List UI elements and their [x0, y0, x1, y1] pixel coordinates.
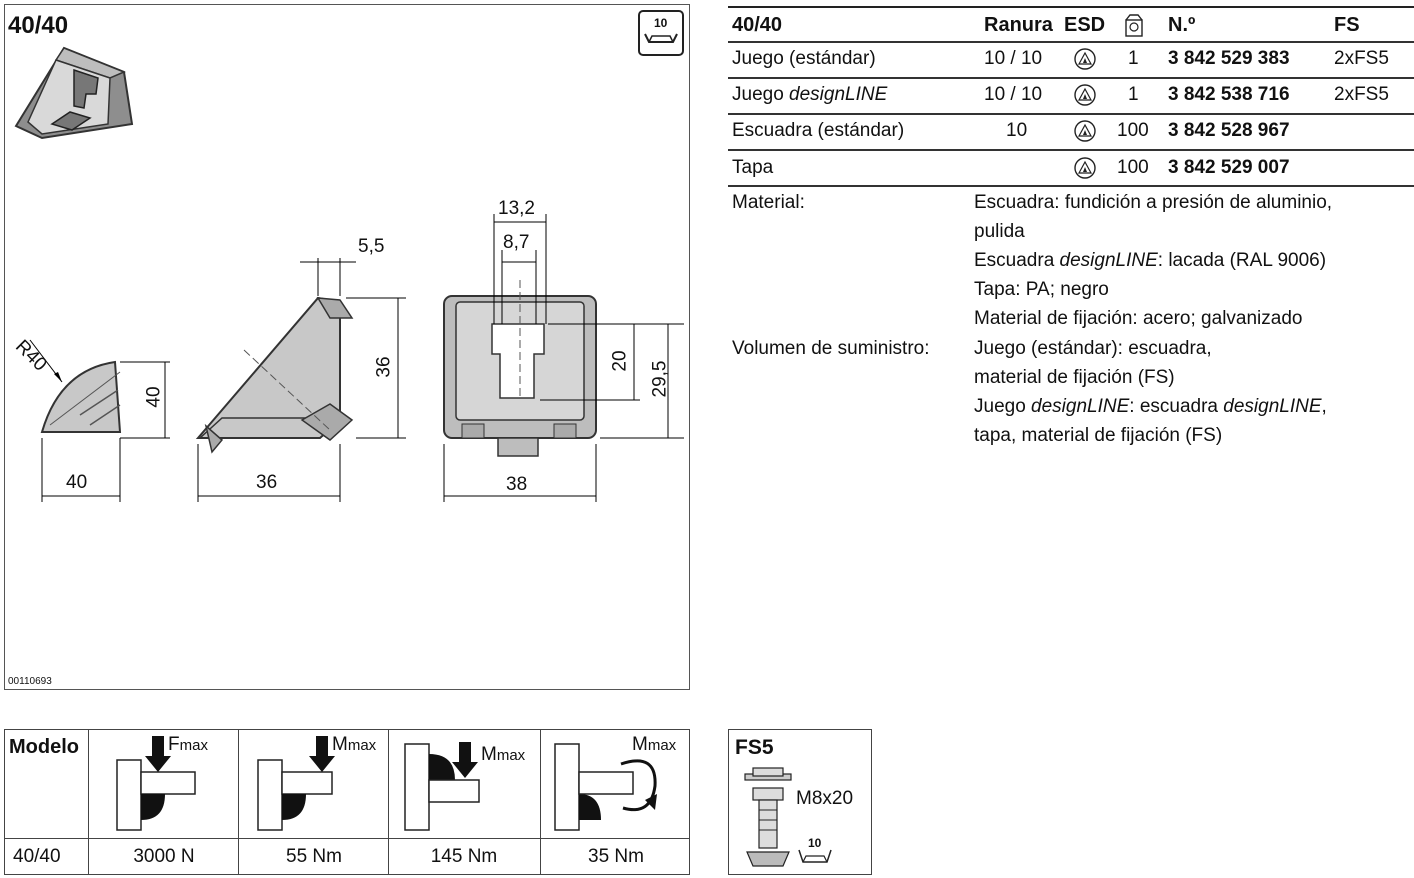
row-qty: 100 [1117, 157, 1149, 178]
fs5-slot-label: 10 [808, 836, 822, 850]
mmax-label: Mmax [632, 734, 677, 755]
header-ranura: Ranura [984, 14, 1053, 36]
load-value: 35 Nm [588, 846, 644, 867]
dim-width-38: 38 [506, 474, 528, 495]
fmax-label: Fmax [168, 734, 208, 755]
supply-label: Volumen de suministro: [732, 338, 930, 359]
supply-line: Juego designLINE: escuadra designLINE, [974, 396, 1327, 417]
fs5-title: FS5 [735, 736, 774, 759]
dim-8-7: 8,7 [503, 232, 530, 253]
row-fs: 2xFS5 [1334, 84, 1389, 105]
header-fs: FS [1334, 14, 1360, 36]
fs5-screw-size: M8x20 [796, 788, 854, 809]
row-qty: 100 [1117, 120, 1149, 141]
esd-icon [1074, 120, 1096, 142]
supply-line: Juego (estándar): escuadra, [974, 338, 1212, 359]
mmax-bending-inner-icon [404, 742, 480, 831]
bracket-isometric-icon [14, 46, 134, 140]
material-line: pulida [974, 221, 1025, 242]
row-name: Juego (estándar) [732, 48, 876, 69]
dim-5-5: 5,5 [358, 236, 385, 257]
mmax-bending-icon [257, 736, 335, 831]
row-number: 3 842 528 967 [1168, 120, 1290, 141]
model-value: 40/40 [13, 846, 61, 867]
dim-width-36: 36 [256, 472, 278, 493]
slot-size-icon: 10 [638, 10, 684, 56]
supply-line: material de fijación (FS) [974, 367, 1175, 388]
material-line: Material de fijación: acero; galvanizado [974, 308, 1303, 329]
row-ranura: 10 / 10 [984, 48, 1043, 69]
supply-line: tapa, material de fijación (FS) [974, 425, 1223, 446]
row-qty: 1 [1128, 48, 1139, 69]
drawing-id: 00110693 [8, 676, 52, 687]
mmax-label: Mmax [332, 734, 377, 755]
row-name: Escuadra (estándar) [732, 120, 905, 141]
slot-size-label: 10 [654, 16, 668, 30]
row-number: 3 842 529 007 [1168, 157, 1290, 178]
fs5-box: FS5 M8x20 10 [728, 729, 872, 875]
material-label: Material: [732, 192, 805, 213]
dim-height-40: 40 [143, 386, 165, 408]
row-ranura: 10 [1006, 120, 1028, 141]
esd-icon [1074, 48, 1096, 70]
dim-20: 20 [609, 350, 631, 372]
dim-29-5: 29,5 [649, 360, 671, 398]
dimension-drawing [29, 214, 684, 502]
load-value: 3000 N [133, 846, 195, 867]
mmax-torsion-icon [554, 743, 657, 831]
header-size: 40/40 [732, 14, 783, 36]
esd-icon [1074, 84, 1096, 106]
panel-title: 40/40 [8, 12, 69, 39]
material-line: Escuadra designLINE: lacada (RAL 9006) [974, 250, 1327, 271]
packaging-icon [1124, 14, 1144, 44]
mmax-label: Mmax [481, 744, 526, 765]
dim-height-36: 36 [373, 356, 395, 378]
load-table: Modelo 40/40 Fmax Mmax Mmax Mmax 3000 N … [4, 729, 690, 875]
row-name: Tapa [732, 157, 774, 178]
row-fs: 2xFS5 [1334, 48, 1389, 69]
slot-10-icon [798, 849, 832, 863]
esd-icon [1074, 157, 1096, 179]
dim-width-40: 40 [66, 472, 88, 493]
load-value: 55 Nm [286, 846, 342, 867]
row-qty: 1 [1128, 84, 1139, 105]
dim-13-2: 13,2 [498, 198, 535, 219]
row-ranura: 10 / 10 [984, 84, 1043, 105]
drawing-panel [4, 4, 690, 690]
fmax-load-icon [116, 736, 196, 831]
row-number: 3 842 538 716 [1168, 84, 1290, 105]
load-value: 145 Nm [430, 846, 498, 867]
material-line: Escuadra: fundición a presión de alumini… [974, 192, 1333, 213]
screw-icon [744, 767, 792, 867]
row-name: Juego designLINE [732, 84, 888, 105]
material-line: Tapa: PA; negro [974, 279, 1109, 300]
header-number: N.º [1168, 14, 1196, 36]
header-esd: ESD [1064, 14, 1106, 36]
model-header: Modelo [9, 736, 79, 758]
row-number: 3 842 529 383 [1168, 48, 1290, 69]
